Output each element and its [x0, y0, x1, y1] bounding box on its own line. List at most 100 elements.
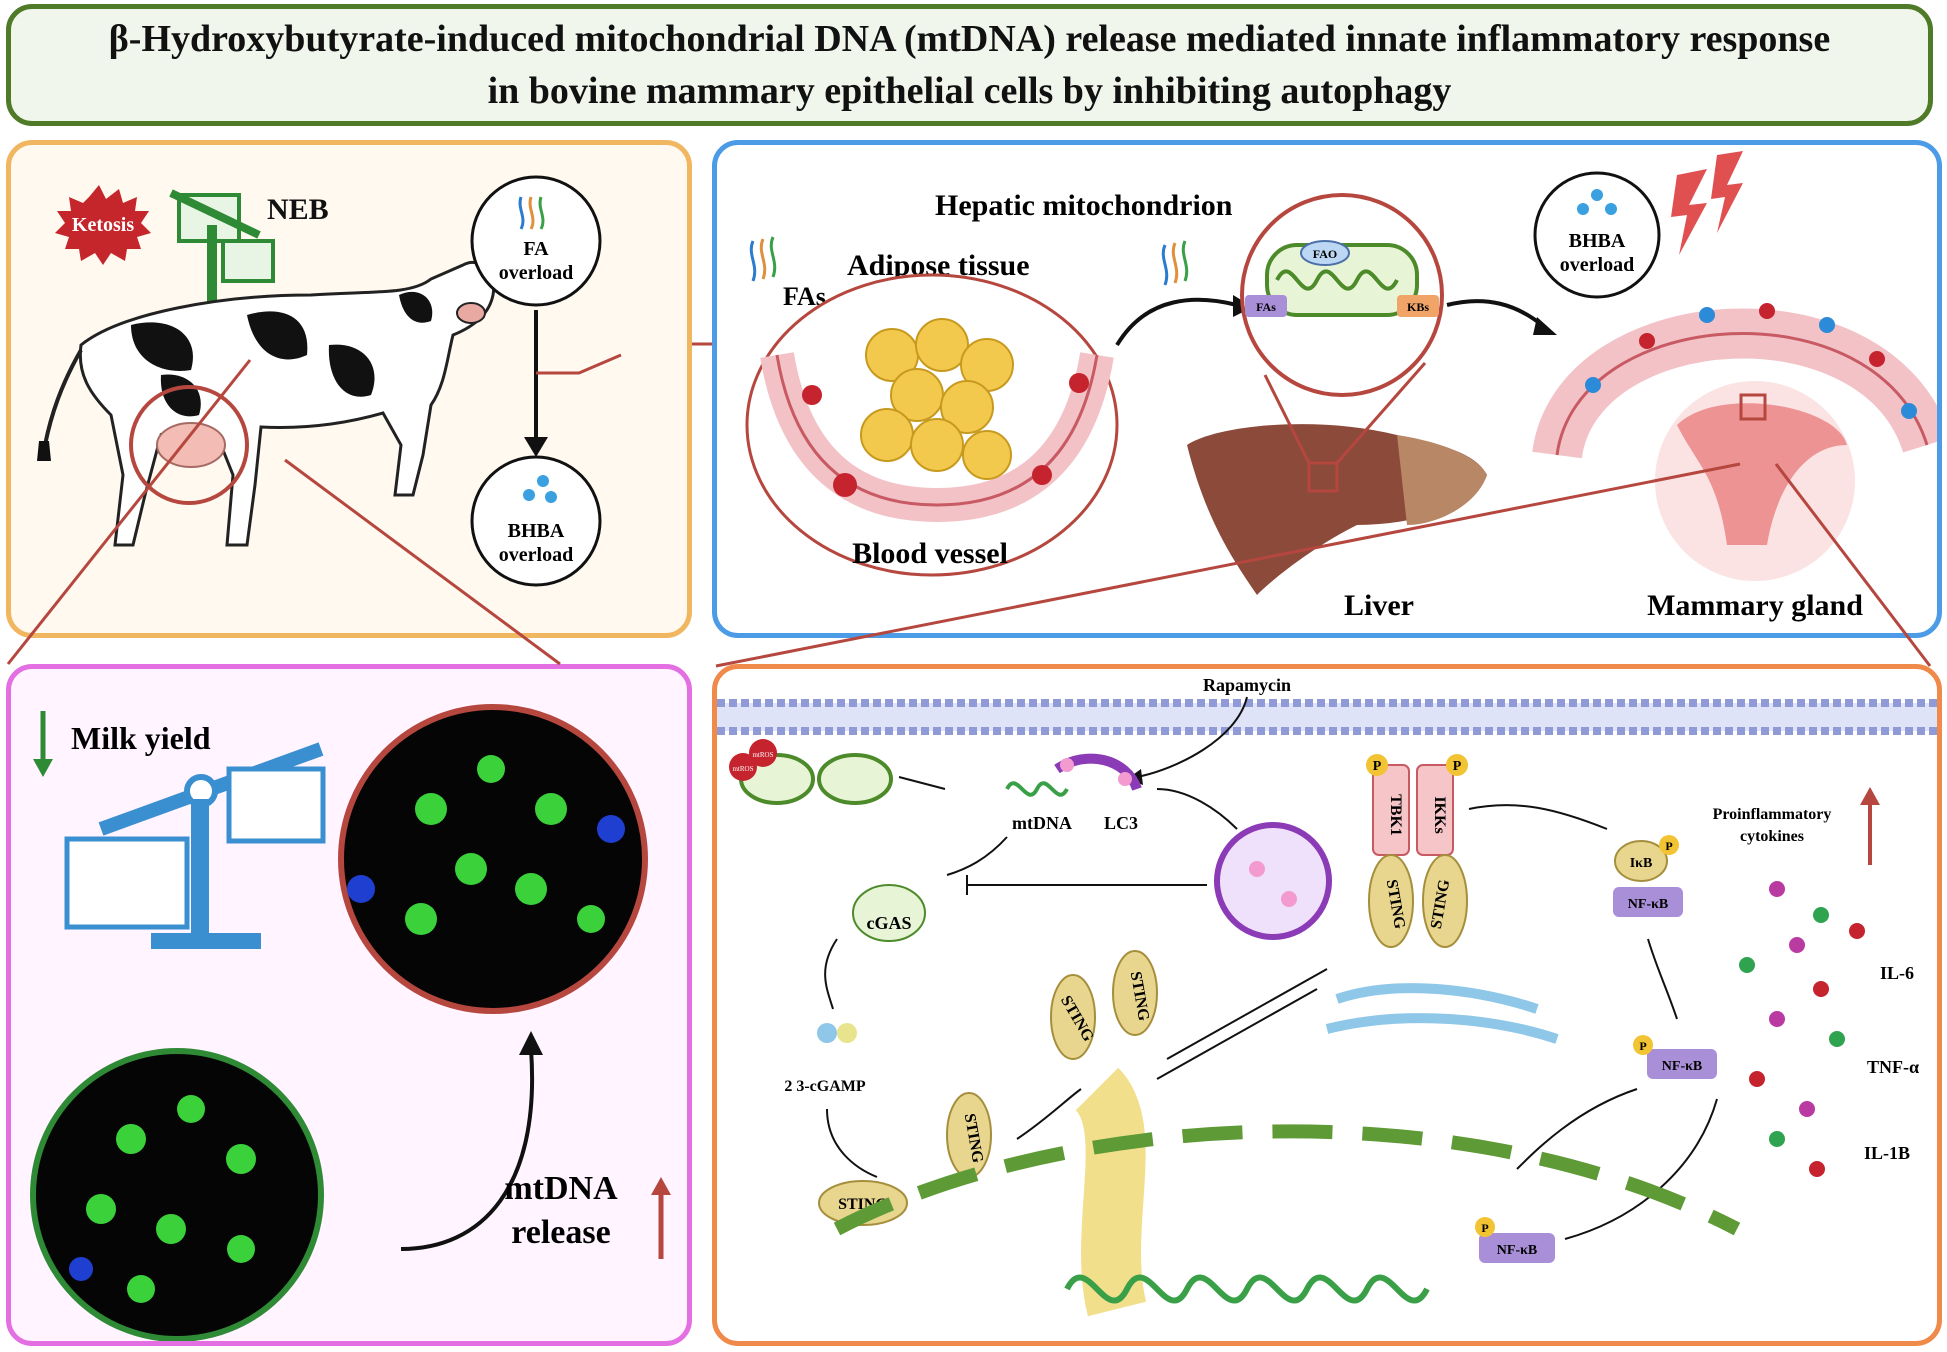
nfkb-label: NF-κB — [1497, 1243, 1537, 1258]
pathway-panel: Rapamycin mtROS mtROS mtDNA LC3 — [712, 664, 1942, 1346]
ketosis-label: Ketosis — [72, 214, 134, 236]
increase-arrow — [400, 1048, 535, 1251]
il6-label: IL-6 — [1880, 963, 1914, 983]
fao-label: FAO — [1313, 247, 1337, 261]
up-arrowhead-icon — [1860, 787, 1880, 805]
ikb-nfkb-complex — [1613, 835, 1683, 917]
mammary-gland-zoom-circle — [1655, 381, 1855, 581]
title-banner: β-Hydroxybutyrate-induced mitochondrial … — [6, 4, 1933, 126]
title-line-1: β-Hydroxybutyrate-induced mitochondrial … — [108, 18, 1831, 60]
fas-box-label: FAs — [1256, 300, 1276, 314]
phospho-label: P — [1639, 1039, 1646, 1053]
fatty-acids-icon — [1161, 240, 1189, 286]
tbk1-ikks-complex: P P — [1325, 754, 1559, 1044]
fluorescence-image-top — [338, 704, 648, 1014]
arrow — [1016, 1088, 1082, 1140]
rapamycin-label: Rapamycin — [1203, 675, 1291, 695]
ikb-label: IκB — [1630, 856, 1653, 871]
blood-vessel-label: Blood vessel — [852, 537, 1008, 570]
fa-overload-node: FA overload — [470, 175, 602, 307]
arrow — [1516, 1088, 1638, 1170]
cell-membrane — [717, 699, 1937, 735]
hepatic-mitochondrion-label: Hepatic mitochondrion — [935, 189, 1233, 222]
proinflammatory-label: Proinflammatory — [1713, 806, 1832, 823]
phospho-label: P — [1373, 759, 1382, 774]
rapamycin-arrow — [1136, 696, 1248, 778]
arrow — [1647, 938, 1678, 1020]
neb-label: NEB — [267, 193, 329, 226]
ikks-label: IKKs — [1431, 796, 1448, 833]
arrow — [824, 938, 838, 1010]
cytokine-dots — [1739, 881, 1865, 1177]
autophagosome-icon — [1214, 822, 1332, 940]
arrow — [1156, 788, 1238, 830]
starburst-icon — [55, 185, 151, 265]
connector-line — [536, 353, 622, 375]
tissue-panel: Hepatic mitochondrion Adipose tissue FAs — [712, 140, 1942, 638]
il1b-label: IL-1B — [1864, 1143, 1910, 1163]
cytokines-label: cytokines — [1740, 828, 1804, 845]
adipose-vessel-circle — [745, 273, 1119, 577]
up-arrowhead-icon — [651, 1177, 671, 1195]
down-arrowhead-icon — [33, 759, 53, 777]
fatty-acids-icon — [749, 236, 777, 282]
arrow — [1166, 968, 1328, 1060]
bhba-overload-label: overload — [499, 544, 573, 566]
liver-lobe — [1397, 435, 1487, 525]
mammary-vessel-arc — [1532, 303, 1937, 460]
cgas-label: cGAS — [867, 913, 912, 933]
bhba-overload-node: BHBA overload — [470, 455, 602, 587]
bhba-overload-label: overload — [1560, 254, 1634, 276]
mtros-label: mtROS — [752, 751, 773, 759]
tbk1-label: TBK1 — [1387, 794, 1404, 836]
liver-label: Liver — [1344, 589, 1414, 622]
adipose-to-liver-arrow — [1115, 297, 1238, 347]
arrow — [1468, 804, 1608, 830]
nfkb-label: NF-κB — [1628, 897, 1668, 912]
cgas-icon — [852, 884, 926, 942]
connector-line — [1335, 362, 1427, 464]
cow-panel: Ketosis NEB — [6, 140, 692, 638]
milk-panel: Milk yield — [6, 664, 692, 1346]
mtdna-label: mtDNA — [1012, 813, 1072, 833]
arrow — [1156, 988, 1318, 1080]
nuclear-dna — [1064, 1274, 1430, 1304]
phospho-label: P — [1481, 1221, 1488, 1235]
connector-line — [1263, 374, 1311, 464]
bhba-label: BHBA — [1569, 230, 1626, 252]
er-membrane — [1073, 1067, 1147, 1317]
phospho-label: P — [1453, 759, 1462, 774]
milk-scale-icon — [64, 742, 326, 949]
nfkb-phospho-mid — [1633, 1035, 1717, 1079]
lc3-label: LC3 — [1104, 813, 1138, 833]
arrowhead-icon — [1533, 317, 1557, 335]
nuclear-envelope — [833, 1124, 1741, 1236]
mtdna-lc3-icon — [1005, 753, 1142, 797]
sting-dimer-2 — [1050, 950, 1158, 1060]
phospho-label: P — [1665, 839, 1672, 853]
fa-overload-label: overload — [499, 262, 573, 284]
arrow — [898, 776, 946, 790]
fa-label: FA — [523, 238, 549, 260]
tnfa-label: TNF-α — [1867, 1057, 1919, 1077]
cow-illustration — [37, 260, 496, 547]
release-label: release — [511, 1214, 610, 1251]
mammary-gland-label: Mammary gland — [1647, 589, 1863, 622]
mtdna-label: mtDNA — [504, 1170, 618, 1207]
arrowhead-icon — [519, 1031, 543, 1055]
liver-to-gland-arrow — [1446, 299, 1544, 327]
nfkb-label: NF-κB — [1662, 1059, 1702, 1074]
milk-yield-label: Milk yield — [71, 720, 211, 756]
mitochondrion-zoom-circle: FAO FAs KBs — [1240, 193, 1444, 397]
arrowhead-icon — [524, 437, 548, 457]
fluorescence-image-bottom — [30, 1048, 324, 1341]
lightning-icon — [1671, 151, 1743, 255]
cgamp-label: 2 3-cGAMP — [784, 1078, 866, 1095]
arrow — [826, 1108, 878, 1178]
kbs-box-label: KBs — [1407, 300, 1429, 314]
title-line-2: in bovine mammary epithelial cells by in… — [487, 70, 1452, 112]
arrow — [946, 836, 1008, 876]
ketosis-badge: Ketosis — [55, 185, 151, 265]
mtros-label: mtROS — [732, 765, 753, 773]
